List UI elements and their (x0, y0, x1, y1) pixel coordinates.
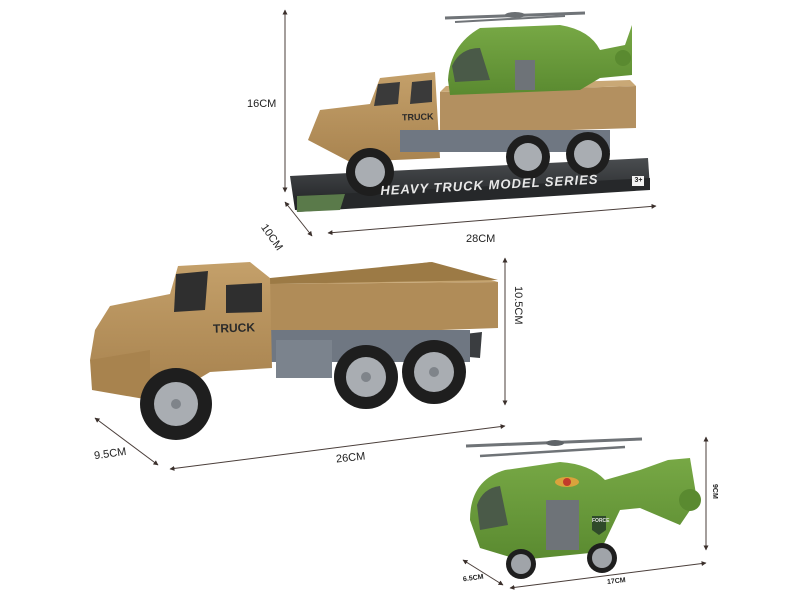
age-badge: 3+ (634, 177, 643, 184)
truck-wheels (140, 340, 466, 440)
helicopter-door (546, 500, 579, 550)
packaged-set (290, 11, 650, 212)
helicopter-badge-text: FORCE (592, 518, 610, 524)
truck-door-text: TRUCK (212, 320, 256, 336)
packaged-width-label: 28CM (466, 233, 496, 245)
truck-cab (90, 262, 272, 400)
truck (90, 262, 498, 440)
helicopter-height-label: 9CM (711, 484, 718, 499)
packaged-height-label: 16CM (247, 98, 277, 110)
dimension-lines (94, 9, 709, 590)
packaged-truck-door-text: TRUCK (401, 111, 434, 123)
truck-height-label: 10.5CM (512, 286, 524, 325)
packaged-helicopter (444, 11, 632, 95)
helicopter (465, 437, 701, 579)
